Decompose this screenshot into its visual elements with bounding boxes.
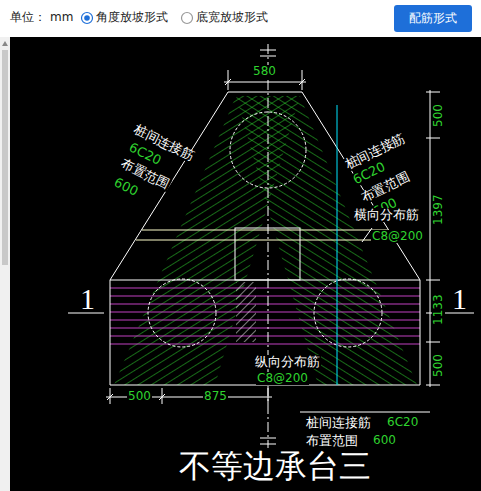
unit-value: mm — [50, 11, 73, 24]
radio-option: 角度放坡形式 — [96, 11, 168, 24]
rebar-label: 纵向分布筋 — [254, 355, 321, 369]
rebar-label: 桩间连接筋 — [305, 416, 372, 430]
rebar-spec: C8@200 — [256, 372, 309, 385]
button: 配筋形式 — [394, 5, 472, 32]
rebar-spec: C8@200 — [371, 230, 424, 243]
dimension: 875 — [203, 390, 228, 403]
rebar-label: 布置范围 — [305, 434, 359, 448]
caption: 不等边承台三 — [179, 449, 371, 484]
dimension: 500 — [432, 353, 445, 378]
radio-option: 底宽放坡形式 — [196, 11, 268, 24]
section-mark: 1 — [80, 282, 95, 315]
rebar-spec: 6C20 — [386, 416, 419, 429]
unit-label: 单位： — [10, 11, 46, 24]
dimension: 580 — [252, 65, 277, 78]
dimension: 500 — [127, 390, 152, 403]
button-text: 配筋形式 — [404, 10, 462, 27]
dimension: 1397 — [432, 193, 445, 226]
dimension: 500 — [432, 103, 445, 128]
range-value: 600 — [372, 434, 397, 447]
rebar-label: 横向分布筋 — [353, 208, 420, 222]
dimension: 1133 — [432, 293, 445, 326]
section-mark: 1 — [452, 282, 467, 315]
